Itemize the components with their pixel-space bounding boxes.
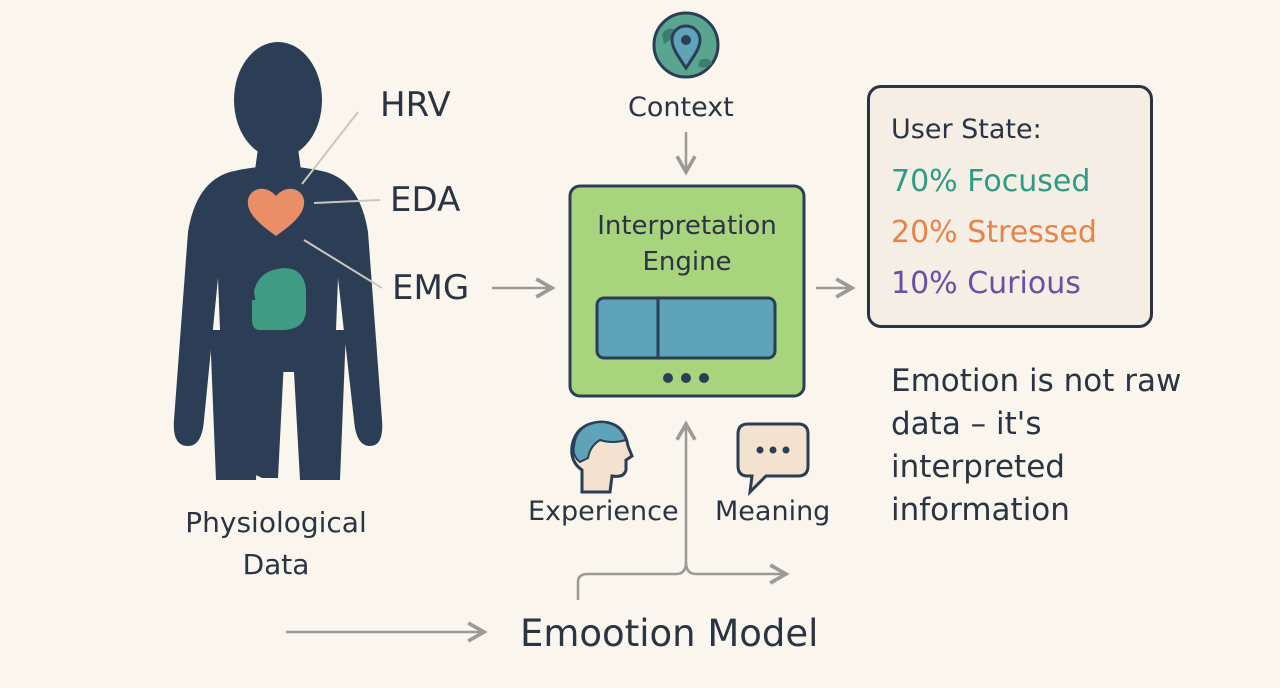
experience-label: Experience xyxy=(528,496,679,527)
user-state-stressed: 20% Stressed xyxy=(891,215,1097,250)
speech-bubble-icon xyxy=(736,422,810,497)
physiological-data-caption: Physiological Data xyxy=(150,502,402,586)
engine-dot xyxy=(681,373,691,383)
feedback-right-arrow xyxy=(684,561,790,585)
user-state-curious: 10% Curious xyxy=(891,266,1081,301)
engine-dot xyxy=(699,373,709,383)
eda-leader-line xyxy=(313,199,381,204)
physiological-caption-line1: Physiological xyxy=(185,506,367,539)
eda-label: EDA xyxy=(390,180,461,220)
human-body-icon xyxy=(173,42,383,480)
interpretation-engine-box xyxy=(568,184,806,398)
head-profile-icon xyxy=(570,420,634,494)
engine-dot xyxy=(663,373,673,383)
hrv-leader-line xyxy=(301,111,359,185)
emotion-model-title: Emootion Model xyxy=(520,612,819,655)
emg-leader-line xyxy=(303,239,383,289)
location-pin-globe-icon xyxy=(652,11,720,79)
engine-title-line1: Interpretation xyxy=(597,211,777,241)
heart-icon xyxy=(247,188,305,236)
emg-label: EMG xyxy=(392,268,470,308)
user-state-box xyxy=(867,85,1153,328)
user-state-focused: 70% Focused xyxy=(891,164,1091,199)
context-label: Context xyxy=(628,92,734,123)
engine-title-line2: Engine xyxy=(642,247,732,277)
engine-title: Interpretation Engine xyxy=(571,208,803,280)
emotion-note: Emotion is not raw data – it's interpret… xyxy=(891,363,1182,528)
hrv-label: HRV xyxy=(380,85,451,125)
muscle-arm-icon xyxy=(252,268,306,330)
physiological-caption-line2: Data xyxy=(242,548,310,581)
meaning-label: Meaning xyxy=(715,496,831,527)
user-state-title: User State: xyxy=(891,114,1042,145)
